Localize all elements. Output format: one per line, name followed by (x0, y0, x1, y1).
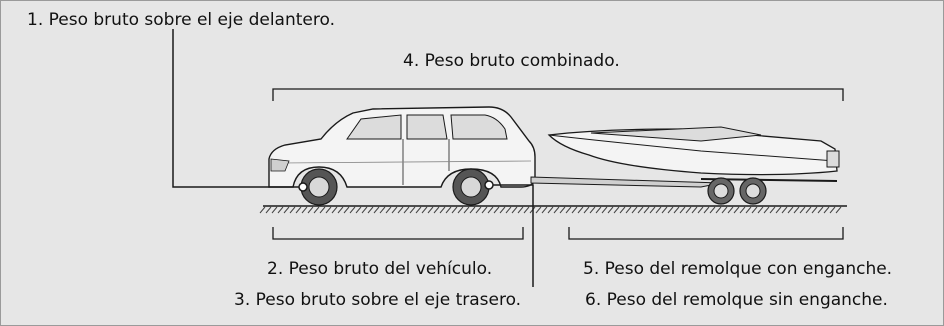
front-axle-leader (172, 29, 301, 188)
label-front-axle-weight: 1. Peso bruto sobre el eje delantero. (27, 10, 335, 30)
label-vehicle-weight: 2. Peso bruto del vehículo. (267, 259, 493, 279)
label-combined-weight: 4. Peso bruto combinado. (403, 51, 620, 71)
label-trailer-with-hitch: 5. Peso del remolque con enganche. (583, 259, 893, 279)
front-axle-marker-dot-icon (298, 182, 308, 192)
label-trailer-without-hitch: 6. Peso del remolque sin enganche. (585, 290, 888, 310)
rear-axle-leader (493, 184, 534, 287)
combined-weight-bracket (272, 88, 844, 101)
rear-axle-marker-dot-icon (484, 180, 494, 190)
label-rear-axle-weight: 3. Peso bruto sobre el eje trasero. (234, 290, 522, 310)
boat-trailer-illustration-icon (547, 126, 840, 205)
suv-illustration-icon (268, 106, 536, 206)
vehicle-weight-bracket (272, 227, 524, 240)
tow-hitch (530, 176, 722, 188)
trailer-weight-bracket (568, 227, 844, 240)
ground-hatch-icon (259, 205, 847, 214)
